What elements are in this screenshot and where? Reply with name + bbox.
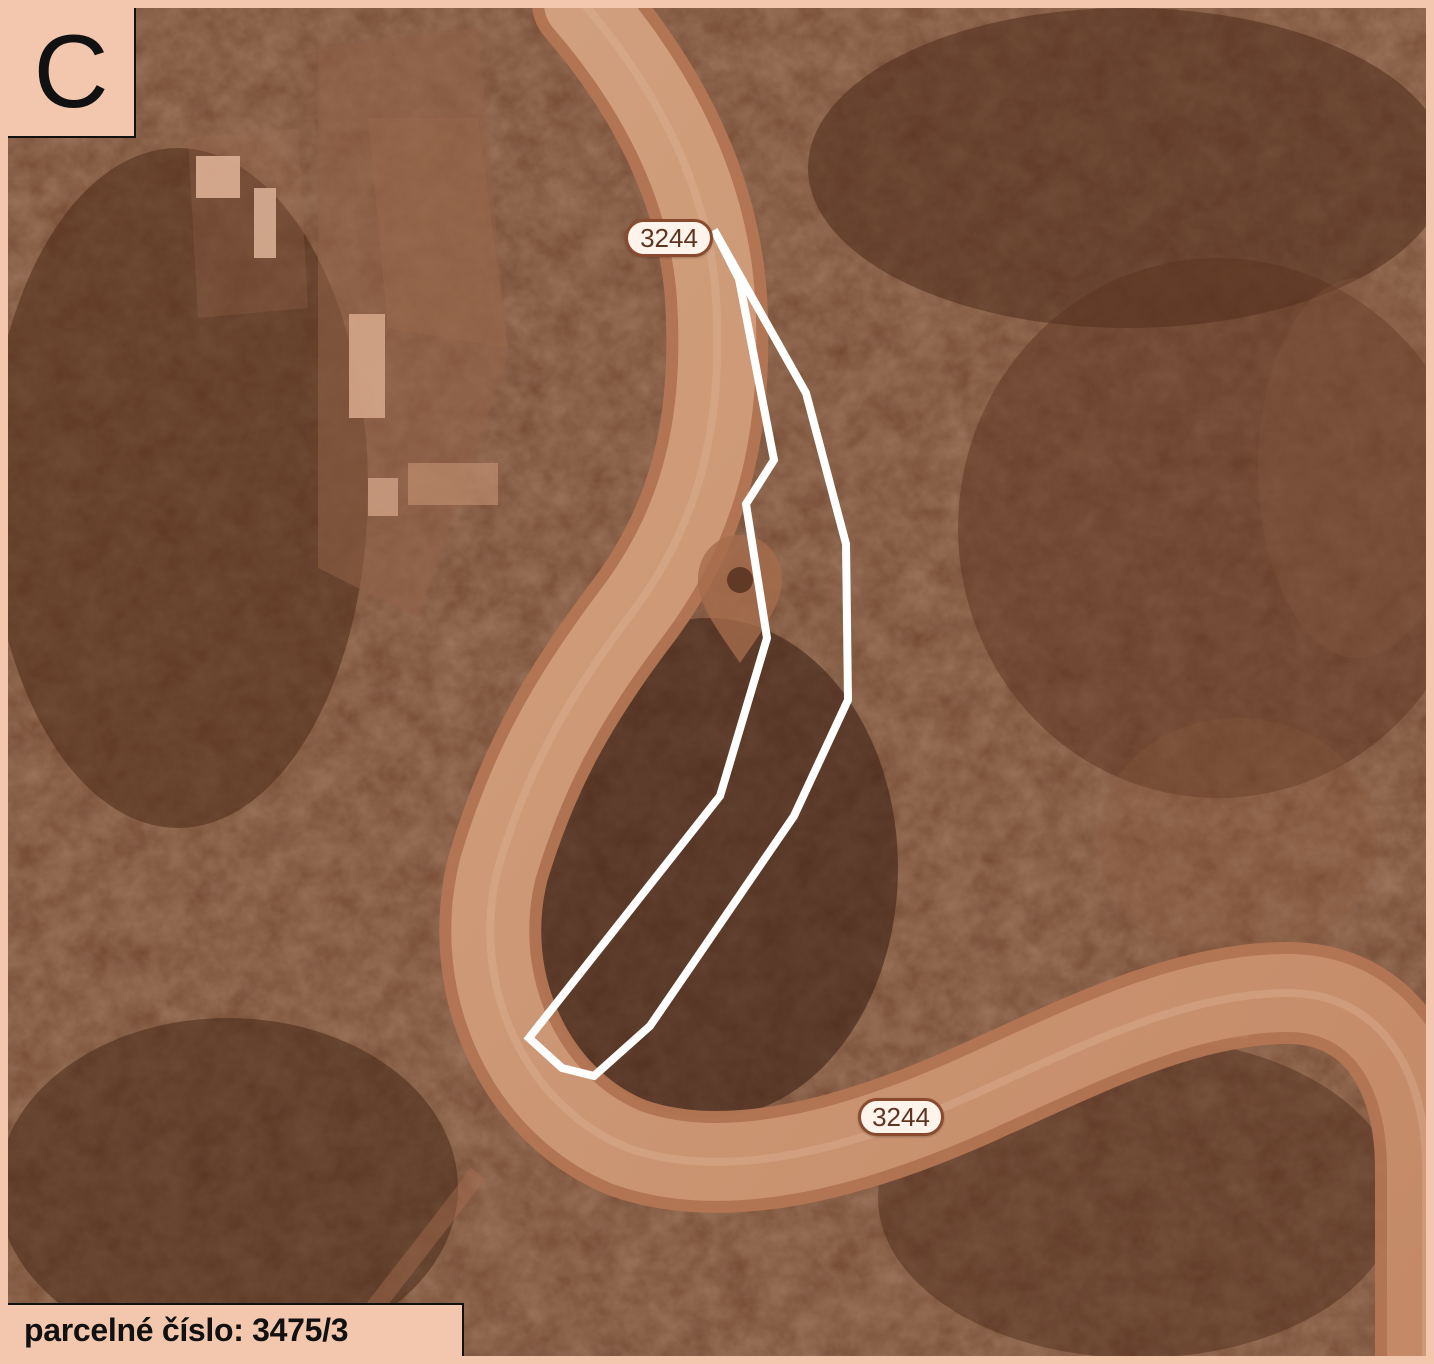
- road: [330, 8, 1426, 1356]
- vegetation: [8, 8, 1426, 1356]
- satellite-map[interactable]: [8, 8, 1426, 1356]
- map-canvas: [8, 8, 1426, 1356]
- panel-letter: C: [8, 8, 136, 138]
- parcel-number-label: parcelné číslo: 3475/3: [8, 1303, 464, 1356]
- road-number-label-bottom: 3244: [858, 1098, 944, 1136]
- location-pin-icon: [698, 535, 782, 663]
- parcel-outline: [523, 228, 853, 1081]
- road-number-label-top: 3244: [625, 219, 713, 257]
